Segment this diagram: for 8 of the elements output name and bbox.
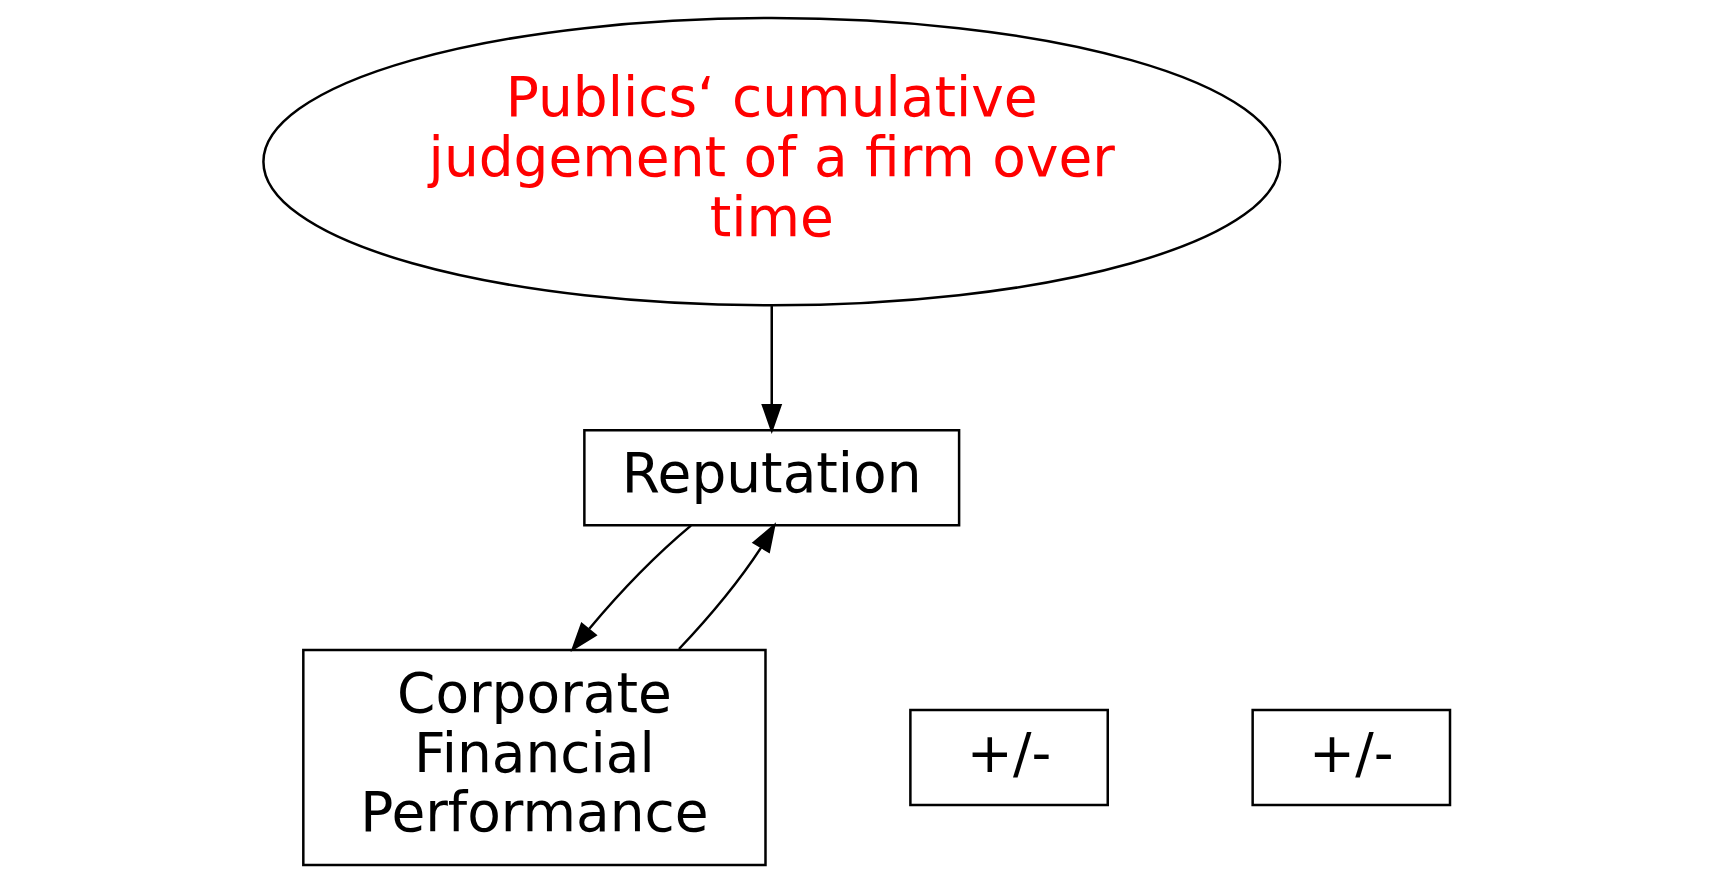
arrow bbox=[570, 524, 692, 652]
node-box: +/- bbox=[908, 708, 1109, 807]
node-ellipse: Publics‘ cumulative judgement of a firm over time bbox=[261, 16, 1281, 307]
arrow bbox=[760, 306, 782, 434]
node-box: +/- bbox=[1250, 708, 1451, 807]
node-box: Reputation bbox=[582, 429, 960, 527]
node-box: Corporate Financial Performance bbox=[301, 648, 767, 867]
arrow bbox=[677, 522, 776, 650]
